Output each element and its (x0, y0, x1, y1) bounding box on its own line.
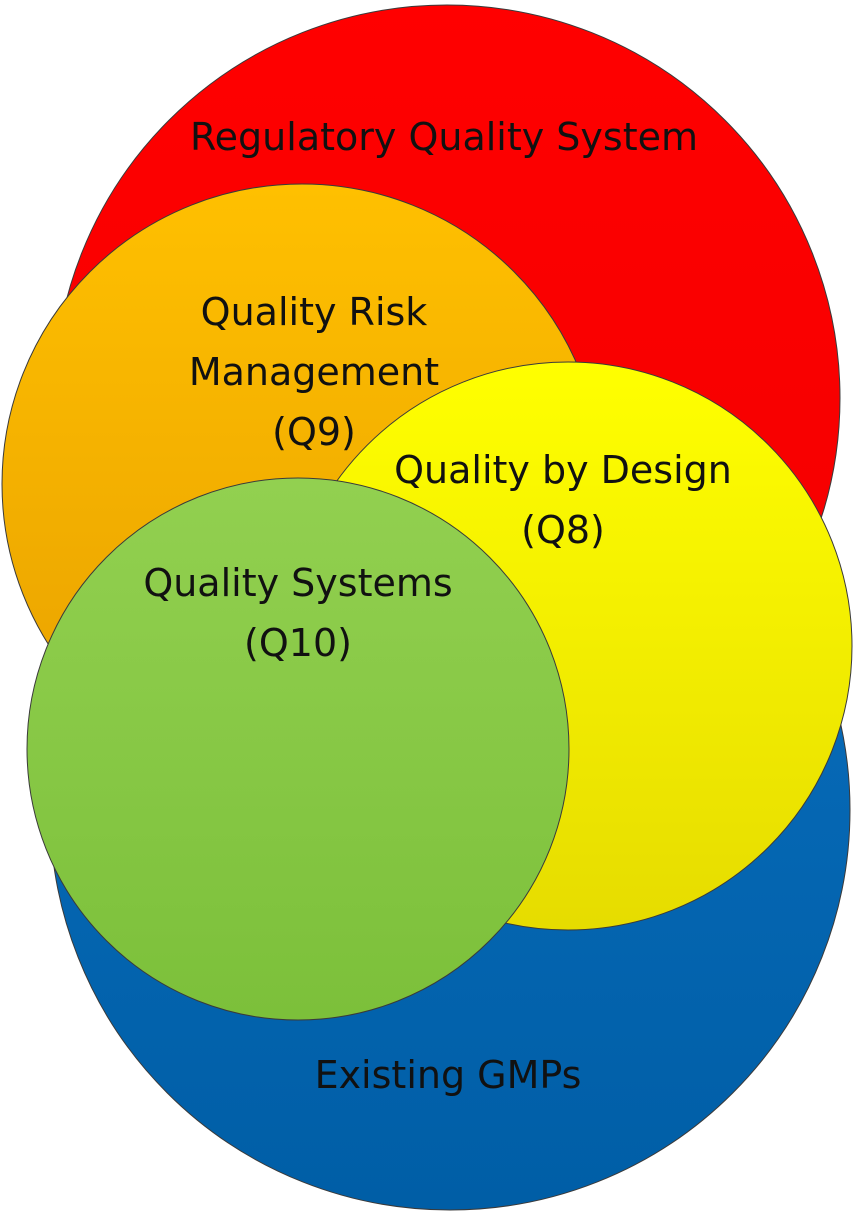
label-qrm-line3: (Q9) (272, 410, 356, 454)
label-existing-gmps: Existing GMPs (315, 1053, 582, 1097)
label-qrm-line1: Quality Risk (201, 290, 428, 334)
label-qs-line1: Quality Systems (143, 561, 452, 605)
label-regulatory-quality-system: Regulatory Quality System (190, 115, 698, 159)
label-qbd-line2: (Q8) (521, 508, 605, 552)
label-qbd-line1: Quality by Design (394, 448, 732, 492)
label-qs-line2: (Q10) (244, 621, 352, 665)
circle-quality-systems: Quality Systems (Q10) (26, 477, 570, 1021)
label-qrm-line2: Management (189, 350, 439, 394)
